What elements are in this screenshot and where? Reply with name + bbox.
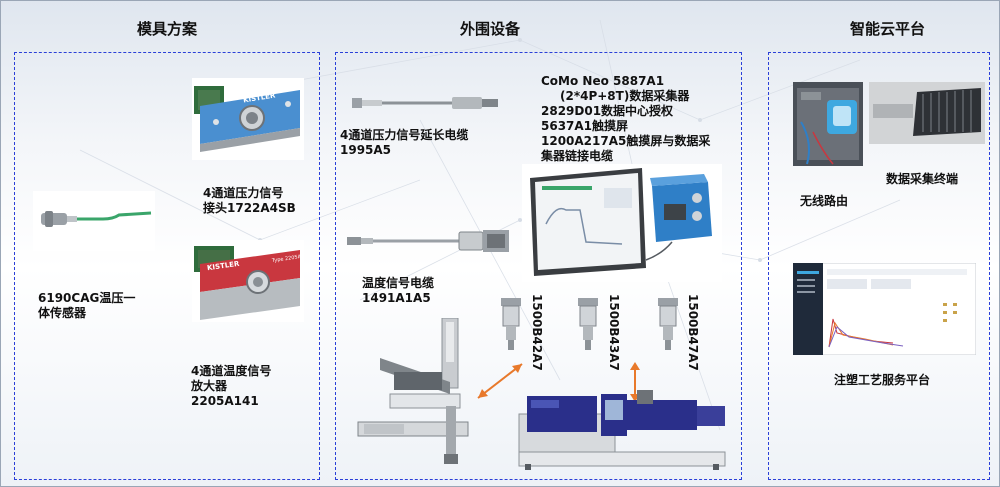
pressure-connector-label-line1: 4通道压力信号 [203, 186, 284, 200]
temperature-cable-label-line1: 温度信号电缆 [362, 276, 435, 290]
temperature-cable-label-line2: 1491A1A5 [362, 291, 431, 305]
temp-amplifier-label-line1: 4通道温度信号 [191, 364, 272, 378]
touchscreen-daq-image [522, 164, 722, 282]
robot-arm-image [357, 318, 469, 464]
wireless-router-label: 无线路由 [800, 194, 849, 208]
temperature-amplifier-image [192, 240, 304, 322]
connector-label-1500b47a7: 1500B47A7 [686, 294, 700, 371]
como-label-line2: (2*4P+8T)数据采集器 [560, 89, 690, 103]
como-label-line6: 集器链接电缆 [541, 149, 614, 163]
platform-dashboard-image [793, 263, 976, 355]
como-label-line3: 2829D01数据中心授权 [541, 104, 674, 118]
section-title-peripheral: 外围设备 [460, 20, 521, 38]
sensor-label-line2: 体传感器 [38, 306, 87, 320]
extension-cable-label-line2: 1995A5 [340, 143, 392, 157]
temp-amplifier-label-line2: 放大器 [191, 379, 228, 393]
section-title-cloud: 智能云平台 [850, 20, 926, 38]
injection-machine-image [518, 390, 726, 470]
wireless-router-image [793, 82, 863, 166]
extension-cable-label-line1: 4通道压力信号延长电缆 [340, 128, 469, 142]
connector-label-1500b42a7: 1500B42A7 [530, 294, 544, 371]
pressure-connector-label-line2: 接头1722A4SB [203, 201, 296, 215]
como-label-line1: CoMo Neo 5887A1 [541, 74, 665, 88]
temperature-cable-image [347, 230, 509, 252]
panel-mold [14, 52, 320, 480]
sensor-label-line1: 6190CAG温压一 [38, 291, 136, 305]
panel-cloud [768, 52, 990, 480]
section-title-mold: 模具方案 [137, 20, 198, 38]
sensor-6190cag-image [33, 191, 155, 251]
connector-label-1500b43a7: 1500B43A7 [607, 294, 621, 371]
extension-cable-image [352, 97, 498, 109]
connector-1500b47a7-image [658, 298, 678, 350]
temp-amplifier-label-line3: 2205A141 [191, 394, 259, 408]
connector-1500b43a7-image [578, 298, 598, 350]
pressure-connector-image [192, 78, 304, 160]
platform-label: 注塑工艺服务平台 [834, 373, 931, 387]
panel-peripheral [335, 52, 742, 480]
arrow-robot-machine [477, 363, 523, 399]
como-label-line5: 1200A217A5触摸屏与数据采 [541, 134, 711, 148]
data-terminal-image [869, 82, 985, 144]
connector-1500b42a7-image [501, 298, 521, 350]
como-label-line4: 5637A1触摸屏 [541, 119, 629, 133]
data-terminal-label: 数据采集终端 [886, 172, 959, 186]
